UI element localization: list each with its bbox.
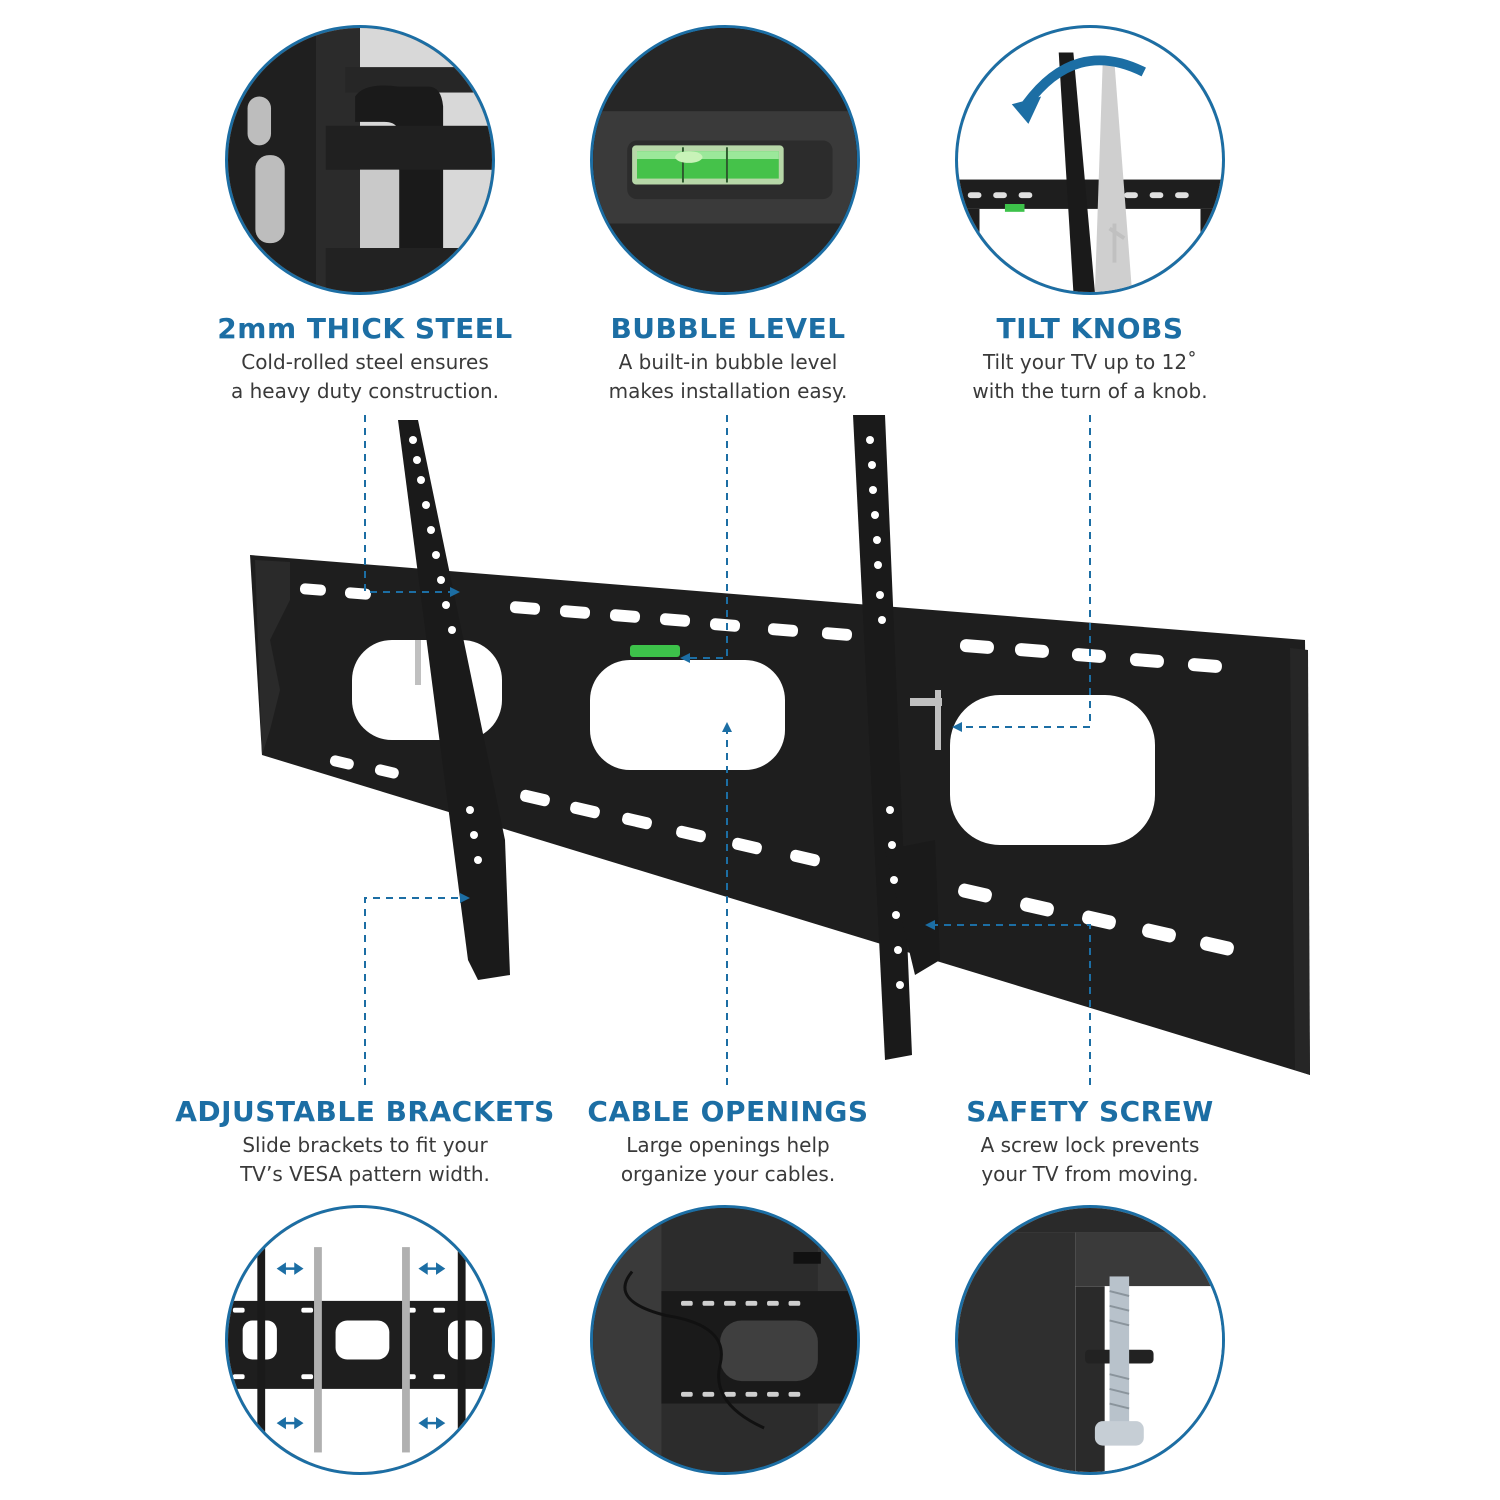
feature-tilt-line2: with the turn of a knob.: [972, 379, 1208, 403]
feature-safety-title: SAFETY SCREW: [966, 1095, 1214, 1128]
safety-screw-photo: [955, 1205, 1225, 1475]
feature-cable: CABLE OPENINGS Large openings help organ…: [518, 1095, 938, 1189]
feature-steel-line1: Cold-rolled steel ensures: [241, 350, 489, 374]
feature-brackets-title: ADJUSTABLE BRACKETS: [175, 1095, 555, 1128]
feature-cable-title: CABLE OPENINGS: [587, 1095, 869, 1128]
feature-steel-line2: a heavy duty construction.: [230, 379, 500, 403]
feature-cable-line2: organize your cables.: [620, 1162, 836, 1186]
feature-tilt: TILT KNOBS Tilt your TV up to 12˚ with t…: [880, 312, 1300, 406]
feature-steel-title: 2mm THICK STEEL: [217, 312, 513, 345]
bubble-level: [630, 645, 680, 657]
feature-bubble: BUBBLE LEVEL A built-in bubble level mak…: [518, 312, 938, 406]
bubble-level-photo: [590, 25, 860, 295]
feature-steel: 2mm THICK STEEL Cold-rolled steel ensure…: [155, 312, 575, 406]
steel-detail-photo: [225, 25, 495, 295]
feature-bubble-title: BUBBLE LEVEL: [610, 312, 846, 345]
cable-openings-photo: [590, 1205, 860, 1475]
right-bracket: [853, 415, 912, 1060]
feature-tilt-title: TILT KNOBS: [996, 312, 1184, 345]
feature-safety-line1: A screw lock prevents: [980, 1133, 1200, 1157]
feature-brackets-line1: Slide brackets to fit your: [242, 1133, 488, 1157]
feature-cable-line1: Large openings help: [626, 1133, 830, 1157]
feature-bubble-line2: makes installation easy.: [608, 379, 848, 403]
adjustable-brackets-photo: [225, 1205, 495, 1475]
feature-brackets-description: Slide brackets to fit your TV’s VESA pat…: [155, 1131, 575, 1189]
wall-plate: [250, 555, 1310, 1075]
cable-opening-center: [590, 660, 785, 770]
feature-bubble-description: A built-in bubble level makes installati…: [518, 348, 938, 406]
tilt-arrow-icon: [1022, 55, 1146, 108]
tilt-knob-photo: [955, 25, 1225, 295]
feature-safety-description: A screw lock prevents your TV from movin…: [880, 1131, 1300, 1189]
feature-brackets-line2: TV’s VESA pattern width.: [240, 1162, 490, 1186]
feature-tilt-line1: Tilt your TV up to 12˚: [982, 350, 1198, 374]
feature-bubble-line1: A built-in bubble level: [618, 350, 838, 374]
feature-cable-description: Large openings help organize your cables…: [518, 1131, 938, 1189]
feature-safety-line2: your TV from moving.: [981, 1162, 1199, 1186]
feature-steel-description: Cold-rolled steel ensures a heavy duty c…: [155, 348, 575, 406]
cable-opening-right: [950, 695, 1155, 845]
feature-tilt-description: Tilt your TV up to 12˚ with the turn of …: [880, 348, 1300, 406]
cable-opening-left: [352, 640, 502, 740]
width-arrow-icon: [276, 1262, 446, 1430]
feature-safety: SAFETY SCREW A screw lock prevents your …: [880, 1095, 1300, 1189]
left-bracket: [398, 420, 510, 980]
feature-brackets: ADJUSTABLE BRACKETS Slide brackets to fi…: [155, 1095, 575, 1189]
